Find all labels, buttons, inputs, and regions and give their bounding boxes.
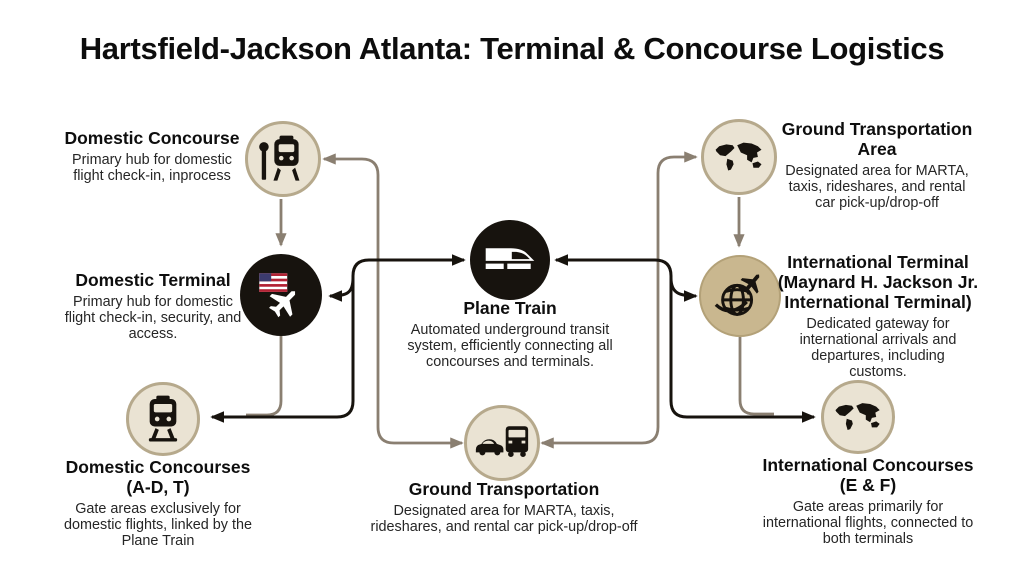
node-ground-transportation [464, 405, 540, 481]
node-description: Gate areas primarily for international f… [762, 498, 974, 548]
node-description: Automated underground transit system, ef… [407, 321, 613, 371]
node-sublabel: (E & F) [839, 474, 897, 495]
node-description: Dedicated gateway for international arri… [799, 315, 957, 381]
node-sublabel: (Maynard H. Jackson Jr. International Te… [777, 271, 979, 312]
node-description: Designated area for MARTA, taxis, ridesh… [370, 502, 638, 536]
node-description: Gate areas exclusively for domestic flig… [64, 500, 252, 550]
node-international-terminal [699, 255, 781, 337]
international-concourses-ef-text: International Concourses (E & F) Gate ar… [748, 455, 988, 548]
node-domestic-concourse [245, 121, 321, 197]
node-label: Ground Transportation [781, 119, 973, 139]
plane-train-text: Plane Train Automated underground transi… [394, 298, 626, 371]
train-station-icon [257, 133, 309, 185]
node-domestic-concourses-adt [126, 382, 200, 456]
node-sublabel: (A-D, T) [126, 476, 190, 497]
node-label: International Terminal [787, 252, 969, 272]
node-description: Primary hub for domestic flight check-in… [72, 151, 232, 185]
edge-plane-train-adt [210, 254, 466, 423]
ground-transportation-text: Ground Transportation Designated area fo… [358, 479, 650, 536]
domestic-terminal-text: Domestic Terminal Primary hub for domest… [58, 270, 248, 343]
node-label: Domestic Terminal [75, 270, 231, 290]
node-sublabel: Area [857, 138, 897, 159]
node-domestic-terminal [240, 254, 322, 336]
node-label: Plane Train [463, 298, 557, 318]
world-map-icon [712, 130, 766, 184]
node-label: Domestic Concourses [65, 457, 251, 477]
node-label: Ground Transportation [408, 479, 600, 499]
us-flag-airplane-icon [250, 264, 312, 326]
globe-airplane-icon [711, 267, 769, 325]
edge-plane-train-domestic-terminal [328, 277, 355, 302]
tram-icon [138, 394, 188, 444]
node-description: Designated area for MARTA, taxis, ridesh… [785, 162, 969, 212]
domestic-concourse-text: Domestic Concourse Primary hub for domes… [57, 128, 247, 185]
edge-plane-train-ef [554, 254, 816, 423]
world-map-icon [832, 391, 884, 443]
edge-domestic-terminal-adt [246, 336, 283, 417]
node-description: Primary hub for domestic flight check-in… [64, 293, 242, 343]
car-bus-icon [474, 415, 530, 471]
node-ground-transportation-area [701, 119, 777, 195]
node-plane-train [470, 220, 550, 300]
node-international-concourses-ef [821, 380, 895, 454]
node-label: Domestic Concourse [64, 128, 240, 148]
diagram-title: Hartsfield-Jackson Atlanta: Terminal & C… [79, 31, 945, 66]
node-label: International Concourses [762, 455, 974, 475]
train-icon [483, 233, 537, 287]
edge-plane-train-international-terminal [669, 277, 698, 302]
domestic-concourses-adt-text: Domestic Concourses (A-D, T) Gate areas … [50, 457, 266, 550]
ground-transportation-area-text: Ground Transportation Area Designated ar… [764, 119, 990, 212]
international-terminal-text: International Terminal (Maynard H. Jacks… [760, 252, 996, 381]
